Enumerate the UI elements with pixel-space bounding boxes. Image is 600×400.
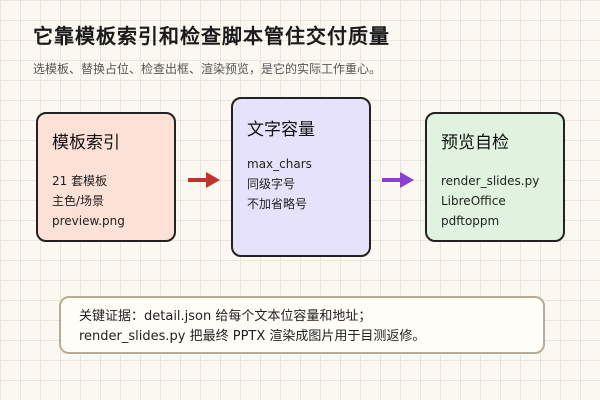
card-line: 主色/场景 xyxy=(52,194,105,208)
card-title: 文字容量 xyxy=(247,120,315,140)
card-line: 不加省略号 xyxy=(247,197,308,211)
card-line: preview.png xyxy=(52,214,125,228)
card-title: 模板索引 xyxy=(52,133,120,153)
diagram-subtitle: 选模板、替换占位、检查出框、渲染预览，是它的实际工作重心。 xyxy=(33,62,382,76)
diagram-title: 它靠模板索引和检查脚本管住交付质量 xyxy=(33,24,390,48)
arrow-right-icon xyxy=(188,172,220,188)
card-line: max_chars xyxy=(247,157,312,171)
card-template-index: 模板索引 21 套模板 主色/场景 preview.png xyxy=(36,112,176,242)
card-line: pdftoppm xyxy=(441,214,500,228)
card-line: LibreOffice xyxy=(441,194,506,208)
card-line: 同级字号 xyxy=(247,177,296,191)
note-line: 关键证据：detail.json 给每个文本位容量和地址； xyxy=(79,309,372,324)
note-line: render_slides.py 把最终 PPTX 渲染成图片用于目测返修。 xyxy=(79,329,426,344)
evidence-note: 关键证据：detail.json 给每个文本位容量和地址； render_sli… xyxy=(59,296,545,354)
card-title: 预览自检 xyxy=(441,133,509,153)
arrow-right-icon xyxy=(382,172,414,188)
card-text-capacity: 文字容量 max_chars 同级字号 不加省略号 xyxy=(231,97,371,257)
card-line: render_slides.py xyxy=(441,174,540,188)
card-preview-check: 预览自检 render_slides.py LibreOffice pdftop… xyxy=(425,112,565,242)
card-line: 21 套模板 xyxy=(52,174,108,188)
